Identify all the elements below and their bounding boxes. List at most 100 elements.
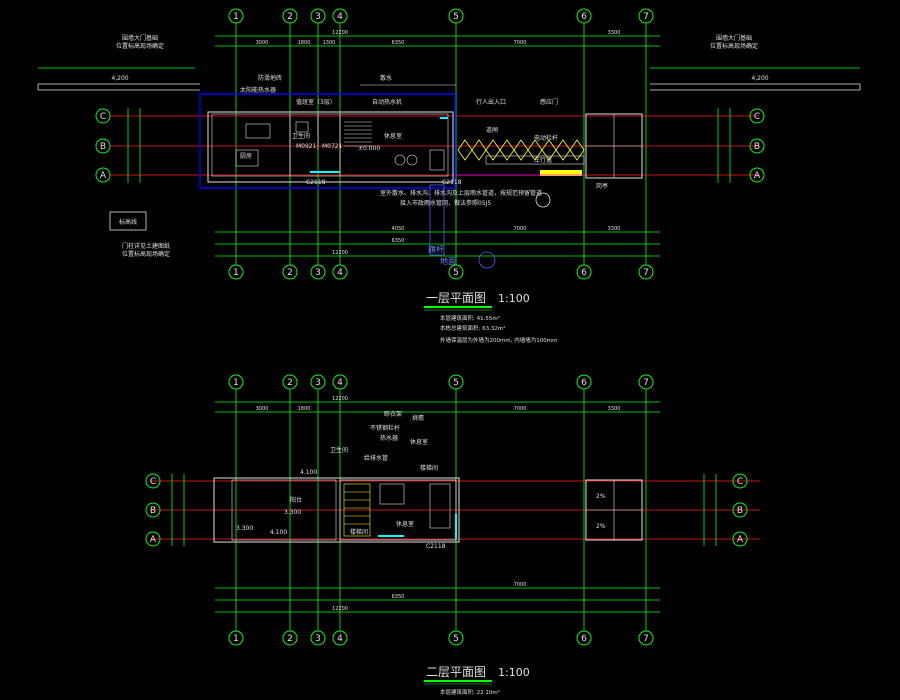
dim2-total: 12200 xyxy=(332,396,348,402)
callout-3: 不锈钢栏杆 xyxy=(370,424,400,432)
axis2-6b: 6 xyxy=(581,634,587,644)
axis-A-left: A xyxy=(100,171,107,181)
axis2-C-left: C xyxy=(150,477,156,487)
axis-B-left: B xyxy=(100,142,106,152)
axis-label-7: 7 xyxy=(643,12,649,22)
label-flag: 旗杆 xyxy=(428,244,444,254)
axis-label-2b: 2 xyxy=(287,268,293,278)
elev-2: 4.100 xyxy=(270,529,287,536)
axis-label-4: 4 xyxy=(337,12,343,22)
dim-2: 1800 xyxy=(298,40,311,46)
axis2-7b: 7 xyxy=(643,634,649,644)
building-walls xyxy=(207,111,454,183)
label-gate: 道闸 xyxy=(486,126,498,134)
callout-2: 热水器 xyxy=(380,434,398,442)
axis2-4: 4 xyxy=(337,378,343,388)
offset-dim-right: 4,200 xyxy=(751,75,768,82)
small-note-1: 门柱详见土建图纸 xyxy=(122,242,170,250)
small-box xyxy=(109,211,147,231)
callout-4: 休息室 xyxy=(410,438,428,446)
axis-label-2: 2 xyxy=(287,12,293,22)
label-sensor: 感应门 xyxy=(540,98,558,106)
axis2-2b: 2 xyxy=(287,634,293,644)
elev-1: 3.300 xyxy=(284,509,301,516)
label-people-entry: 行人出入口 xyxy=(476,98,506,106)
axis-C-right: C xyxy=(754,112,760,122)
axis-label-7b: 7 xyxy=(643,268,649,278)
window-label-2: C2118 xyxy=(442,179,462,186)
car-lane-yellow xyxy=(540,170,582,176)
axis2-6: 6 xyxy=(581,378,587,388)
dim-b4b: 6350 xyxy=(392,238,405,244)
pct-1: 2% xyxy=(596,523,606,530)
dim2-6: 3300 xyxy=(608,406,621,412)
second-floor-scale: 1:100 xyxy=(498,666,530,679)
small-box-label: 标高线 xyxy=(119,218,137,226)
axis-label-4b: 4 xyxy=(337,268,343,278)
door-label-0: M0921 xyxy=(296,143,317,150)
right-note-1: 围墙大门基础 xyxy=(716,34,752,42)
first-note-1: 本栋总建筑面积: 63.32m² xyxy=(440,324,505,332)
axis2-7: 7 xyxy=(643,378,649,388)
axis-label-6b: 6 xyxy=(581,268,587,278)
dim-total: 12200 xyxy=(332,30,348,36)
axis2-1b: 1 xyxy=(233,634,239,644)
dim-3: 1300 xyxy=(323,40,336,46)
small-note-2: 位置标高现场确定 xyxy=(122,250,170,258)
axis-B-right: B xyxy=(754,142,760,152)
axis2-A-right: A xyxy=(737,535,744,545)
label-stair: 楼梯间 xyxy=(350,528,368,536)
first-note-2: 外墙保温层为外墙为200mm, 内墙墙为100mm xyxy=(440,336,557,344)
label-cafe: 休息室 xyxy=(384,132,402,140)
pct-0: 2% xyxy=(596,493,606,500)
axis-C-left: C xyxy=(100,112,106,122)
axis2-C-right: C xyxy=(737,477,743,487)
left-note-1: 围墙大门基础 xyxy=(122,34,158,42)
axis2-4b: 4 xyxy=(337,634,343,644)
axis-label-1b: 1 xyxy=(233,268,239,278)
window-label: C2118 xyxy=(306,179,326,186)
label-note-bottom2: 接入市政雨水管网，做法参照05J5 xyxy=(400,199,491,207)
axis2-5b: 5 xyxy=(453,634,459,644)
second-note-0: 本层建筑面积: 22.10m² xyxy=(440,688,500,696)
dim-b6: 3300 xyxy=(608,226,621,232)
first-floor-scale: 1:100 xyxy=(498,292,530,305)
dim2-2: 1800 xyxy=(298,406,311,412)
dim2-1: 3000 xyxy=(256,406,269,412)
second-floor-plan: 1 2 3 4 5 6 7 1 2 3 4 5 6 7 12200 3000 xyxy=(145,374,760,696)
dim-5: 7000 xyxy=(514,40,527,46)
left-note-2: 位置标高现场确定 xyxy=(116,42,164,50)
dim2-b5: 7000 xyxy=(514,582,527,588)
callout-6: 挑檐 xyxy=(412,414,424,422)
label-note-bottom: 室外散水、排水沟、排水沟及上层雨水管道，按规范预留管道 xyxy=(380,189,542,197)
dim-btotal: 12200 xyxy=(332,250,348,256)
callout-0: 卫生间 xyxy=(330,446,348,454)
furniture xyxy=(235,121,445,171)
dim-b5: 7000 xyxy=(514,226,527,232)
label-car-lane: 车行道 xyxy=(534,156,552,164)
dim-4: 6350 xyxy=(392,40,405,46)
dim-6: 3300 xyxy=(608,30,621,36)
dim2-5: 7000 xyxy=(514,406,527,412)
second-floor-title: 二层平面图 xyxy=(426,665,486,679)
label-kitchen: 厨房 xyxy=(240,152,252,160)
axis-label-3b: 3 xyxy=(315,268,321,278)
axis-label-5: 5 xyxy=(453,12,459,22)
axis2-1: 1 xyxy=(233,378,239,388)
axis-label-5b: 5 xyxy=(453,268,459,278)
label-boiler: 自动热水机 xyxy=(372,98,402,106)
callout-1: 给排水管 xyxy=(364,454,388,462)
callout-7: 晾衣架 xyxy=(384,410,402,418)
gate-wall xyxy=(37,83,861,91)
first-note-0: 本层建筑面积: 41.55m² xyxy=(440,314,500,322)
elev-0: 4.100 xyxy=(300,469,317,476)
label-elev: ±0.000 xyxy=(358,145,380,152)
dim-1: 3000 xyxy=(256,40,269,46)
label-guard-booth: 岗亭 xyxy=(596,182,608,190)
first-floor-title: 一层平面图 xyxy=(426,291,486,305)
axis2-5: 5 xyxy=(453,378,459,388)
axis2-B-left: B xyxy=(150,506,156,516)
stair-yellow xyxy=(343,483,371,537)
label-barrier: 电动栏杆 xyxy=(534,134,558,142)
